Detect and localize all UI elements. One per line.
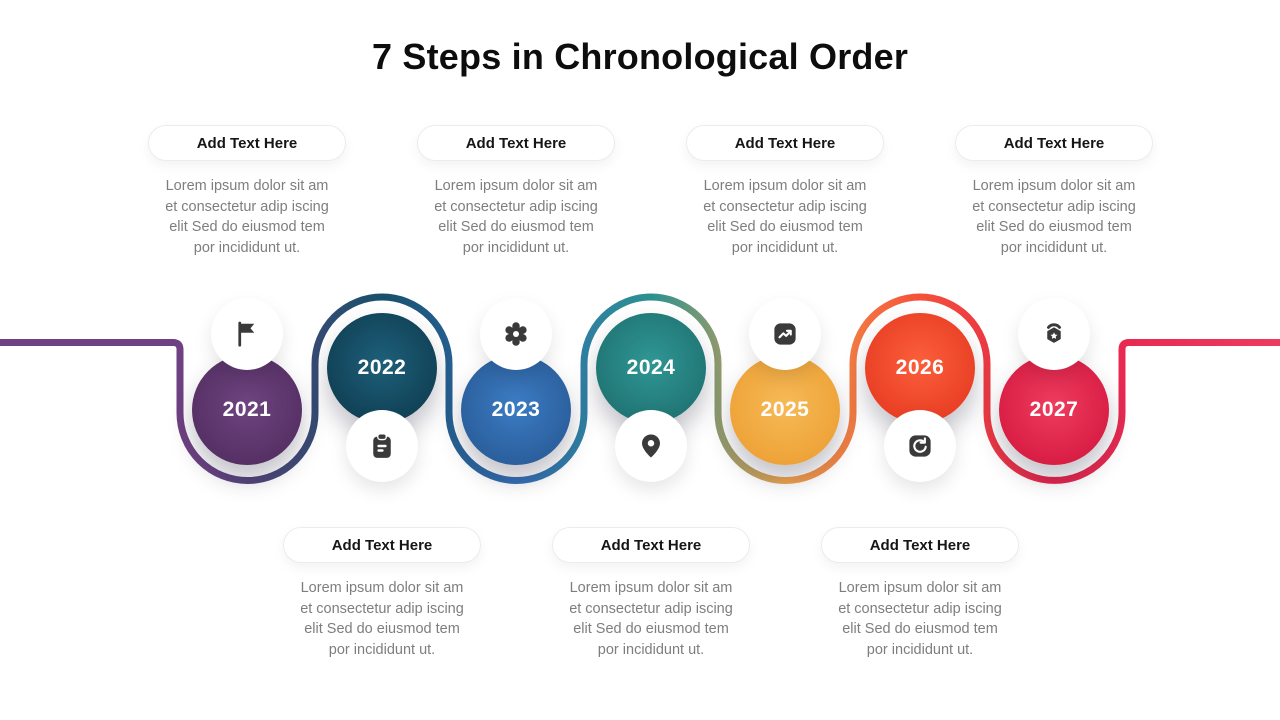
year-circle-2023: 2023 <box>461 355 571 465</box>
gear-icon <box>480 298 552 370</box>
text-block-bottom-1: Add Text Here Lorem ipsum dolor sit am e… <box>264 527 500 661</box>
text-block-bottom-2: Add Text Here Lorem ipsum dolor sit am e… <box>533 527 769 661</box>
year-label: 2026 <box>895 356 945 379</box>
add-text-button[interactable]: Add Text Here <box>955 125 1153 161</box>
add-text-button[interactable]: Add Text Here <box>552 527 750 563</box>
placeholder-text: Lorem ipsum dolor sit am et consectetur … <box>569 580 733 659</box>
page-title: 7 Steps in Chronological Order <box>371 36 909 77</box>
location-pin-icon <box>615 410 687 482</box>
year-circle-2026: 2026 <box>865 313 975 423</box>
placeholder-text: Lorem ipsum dolor sit am et consectetur … <box>972 178 1136 257</box>
placeholder-text: Lorem ipsum dolor sit am et consectetur … <box>300 580 464 659</box>
clipboard-icon <box>346 410 418 482</box>
add-text-button[interactable]: Add Text Here <box>283 527 481 563</box>
year-circle-2025: 2025 <box>730 355 840 465</box>
year-label: 2027 <box>1029 398 1079 421</box>
trending-up-icon <box>749 298 821 370</box>
year-label: 2024 <box>626 356 676 379</box>
year-label: 2022 <box>357 356 407 379</box>
placeholder-text: Lorem ipsum dolor sit am et consectetur … <box>838 580 1002 659</box>
add-text-button[interactable]: Add Text Here <box>686 125 884 161</box>
add-text-button[interactable]: Add Text Here <box>821 527 1019 563</box>
placeholder-text: Lorem ipsum dolor sit am et consectetur … <box>434 178 598 257</box>
text-block-top-2: Add Text Here Lorem ipsum dolor sit am e… <box>398 125 634 259</box>
text-block-top-1: Add Text Here Lorem ipsum dolor sit am e… <box>129 125 365 259</box>
text-block-top-3: Add Text Here Lorem ipsum dolor sit am e… <box>667 125 903 259</box>
year-circle-2022: 2022 <box>327 313 437 423</box>
text-block-top-4: Add Text Here Lorem ipsum dolor sit am e… <box>936 125 1172 259</box>
placeholder-text: Lorem ipsum dolor sit am et consectetur … <box>703 178 867 257</box>
year-label: 2021 <box>222 398 272 421</box>
add-text-button[interactable]: Add Text Here <box>148 125 346 161</box>
year-circle-2024: 2024 <box>596 313 706 423</box>
flag-icon <box>211 298 283 370</box>
placeholder-text: Lorem ipsum dolor sit am et consectetur … <box>165 178 329 257</box>
year-circle-2027: 2027 <box>999 355 1109 465</box>
add-text-button[interactable]: Add Text Here <box>417 125 615 161</box>
year-label: 2025 <box>760 398 810 421</box>
text-block-bottom-3: Add Text Here Lorem ipsum dolor sit am e… <box>802 527 1038 661</box>
refresh-icon <box>884 410 956 482</box>
year-circle-2021: 2021 <box>192 355 302 465</box>
badge-icon <box>1018 298 1090 370</box>
year-label: 2023 <box>491 398 541 421</box>
timeline-path <box>0 293 1280 484</box>
